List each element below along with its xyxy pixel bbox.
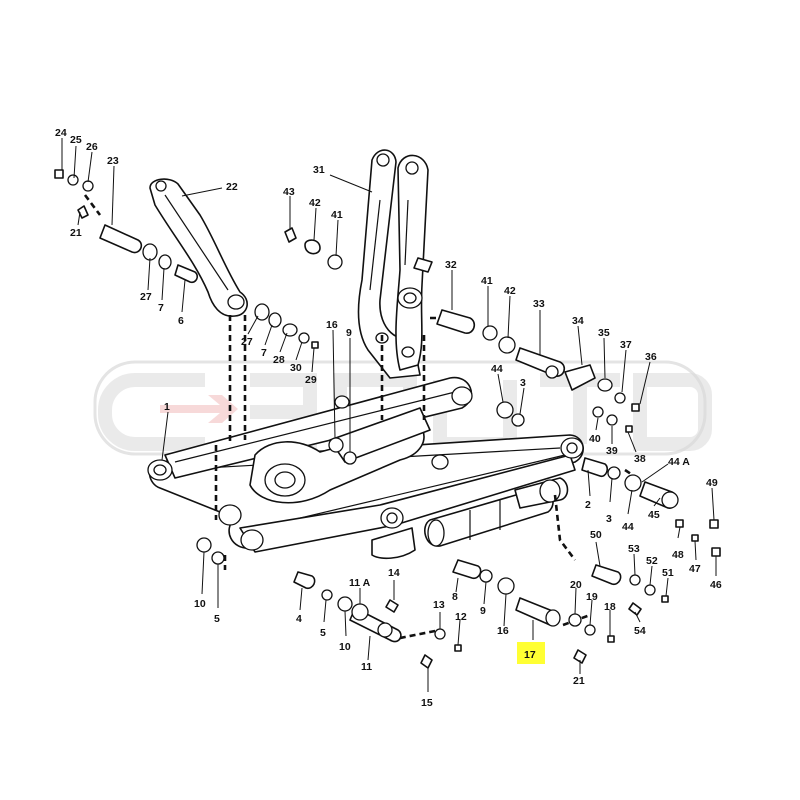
label-51: 51 (662, 567, 674, 579)
label-37: 37 (620, 339, 632, 351)
hydraulic-cylinder (371, 477, 569, 560)
label-6: 6 (178, 315, 184, 327)
label-1: 1 (164, 401, 170, 413)
label-11: 11 (361, 661, 372, 673)
label-28: 28 (273, 354, 285, 366)
label-54: 54 (634, 625, 646, 637)
tall-lever-31 (357, 149, 433, 379)
label-53: 53 (628, 543, 640, 555)
highlight-box (517, 642, 545, 664)
label-50: 50 (590, 529, 602, 541)
label-17: 17 (524, 649, 536, 661)
label-20: 20 (570, 579, 582, 591)
label-38: 38 (634, 453, 646, 465)
part-number-labels: 24 25 26 23 22 21 27 7 6 27 7 28 30 29 3… (55, 127, 722, 709)
label-52: 52 (646, 555, 658, 567)
label-48: 48 (672, 549, 684, 561)
label-25: 25 (70, 134, 82, 146)
label-2: 2 (585, 499, 591, 511)
label-41: 41 (331, 209, 343, 221)
main-frame (147, 376, 584, 553)
label-15: 15 (421, 697, 433, 709)
label-22: 22 (226, 181, 238, 193)
label-29: 29 (305, 374, 317, 386)
label-16: 16 (497, 625, 509, 637)
label-3: 3 (520, 377, 526, 389)
label-10: 10 (339, 641, 351, 653)
label-32: 32 (445, 259, 457, 271)
label-39: 39 (606, 445, 618, 457)
label-18: 18 (604, 601, 616, 613)
label-14: 14 (388, 567, 400, 579)
label-7: 7 (158, 302, 164, 314)
label-5: 5 (214, 613, 220, 625)
label-23: 23 (107, 155, 119, 167)
label-24: 24 (55, 127, 67, 139)
label-27: 27 (241, 336, 253, 348)
leader-lines (61, 138, 717, 692)
label-9: 9 (346, 327, 352, 339)
label-49: 49 (706, 477, 718, 489)
label-45: 45 (648, 509, 660, 521)
arm-22 (149, 178, 248, 317)
label-4: 4 (296, 613, 302, 625)
label-41: 41 (481, 275, 493, 287)
label-42: 42 (309, 197, 321, 209)
label-44a: 44 A (668, 456, 690, 468)
label-5: 5 (320, 627, 326, 639)
label-44: 44 (622, 521, 634, 533)
label-42: 42 (504, 285, 516, 297)
label-27: 27 (140, 291, 152, 303)
label-26: 26 (86, 141, 98, 153)
label-21: 21 (573, 675, 585, 687)
label-8: 8 (452, 591, 458, 603)
label-40: 40 (589, 433, 601, 445)
label-3: 3 (606, 513, 612, 525)
label-43: 43 (283, 186, 295, 198)
label-11a: 11 A (349, 577, 371, 589)
label-19: 19 (586, 591, 598, 603)
label-30: 30 (290, 362, 302, 374)
label-31: 31 (313, 164, 325, 176)
label-13: 13 (433, 599, 445, 611)
label-33: 33 (533, 298, 545, 310)
label-47: 47 (689, 563, 701, 575)
label-44: 44 (491, 363, 503, 375)
label-12: 12 (455, 611, 467, 623)
label-7: 7 (261, 347, 267, 359)
label-21: 21 (70, 227, 82, 239)
label-36: 36 (645, 351, 657, 363)
label-35: 35 (598, 327, 610, 339)
label-16: 16 (326, 319, 338, 331)
label-34: 34 (572, 315, 584, 327)
label-10: 10 (194, 598, 206, 610)
label-46: 46 (710, 579, 722, 591)
label-9: 9 (480, 605, 486, 617)
